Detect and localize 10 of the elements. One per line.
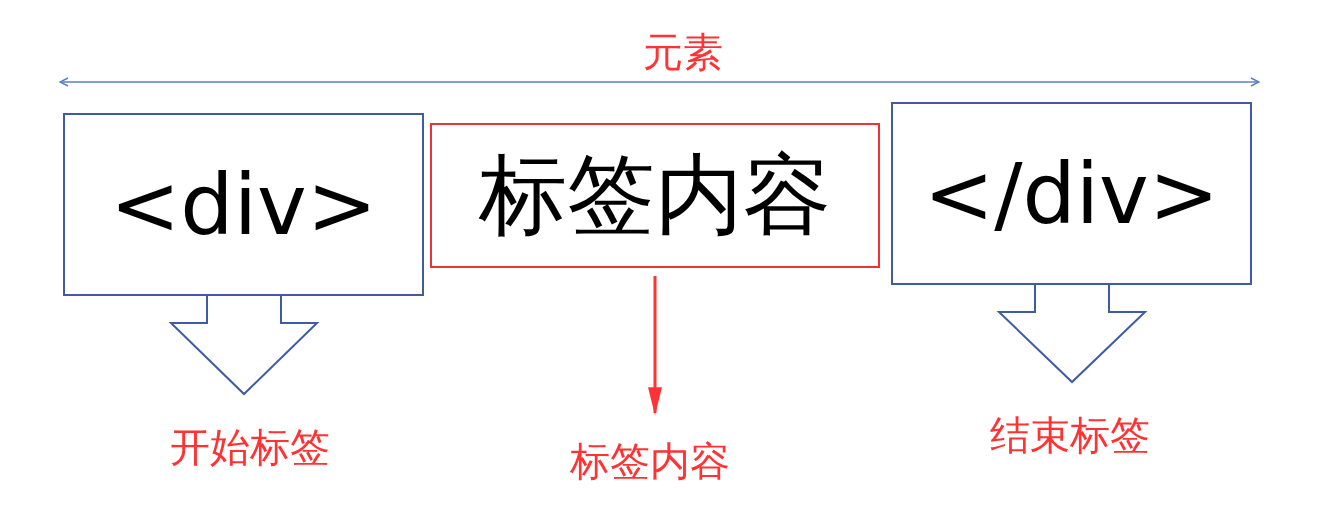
tag-label: 开始标签 (150, 394, 350, 469)
block-arrow (996, 284, 1148, 384)
content-box: 标签内容 (430, 123, 880, 268)
tag-label: 结束标签 (970, 382, 1170, 457)
content-label: 标签内容 (540, 413, 760, 483)
block-arrow (168, 295, 320, 396)
tag-box: </div> (891, 102, 1252, 285)
arrow (648, 276, 662, 416)
tag-box: <div> (63, 113, 424, 296)
element-label: 元素 (643, 32, 723, 72)
